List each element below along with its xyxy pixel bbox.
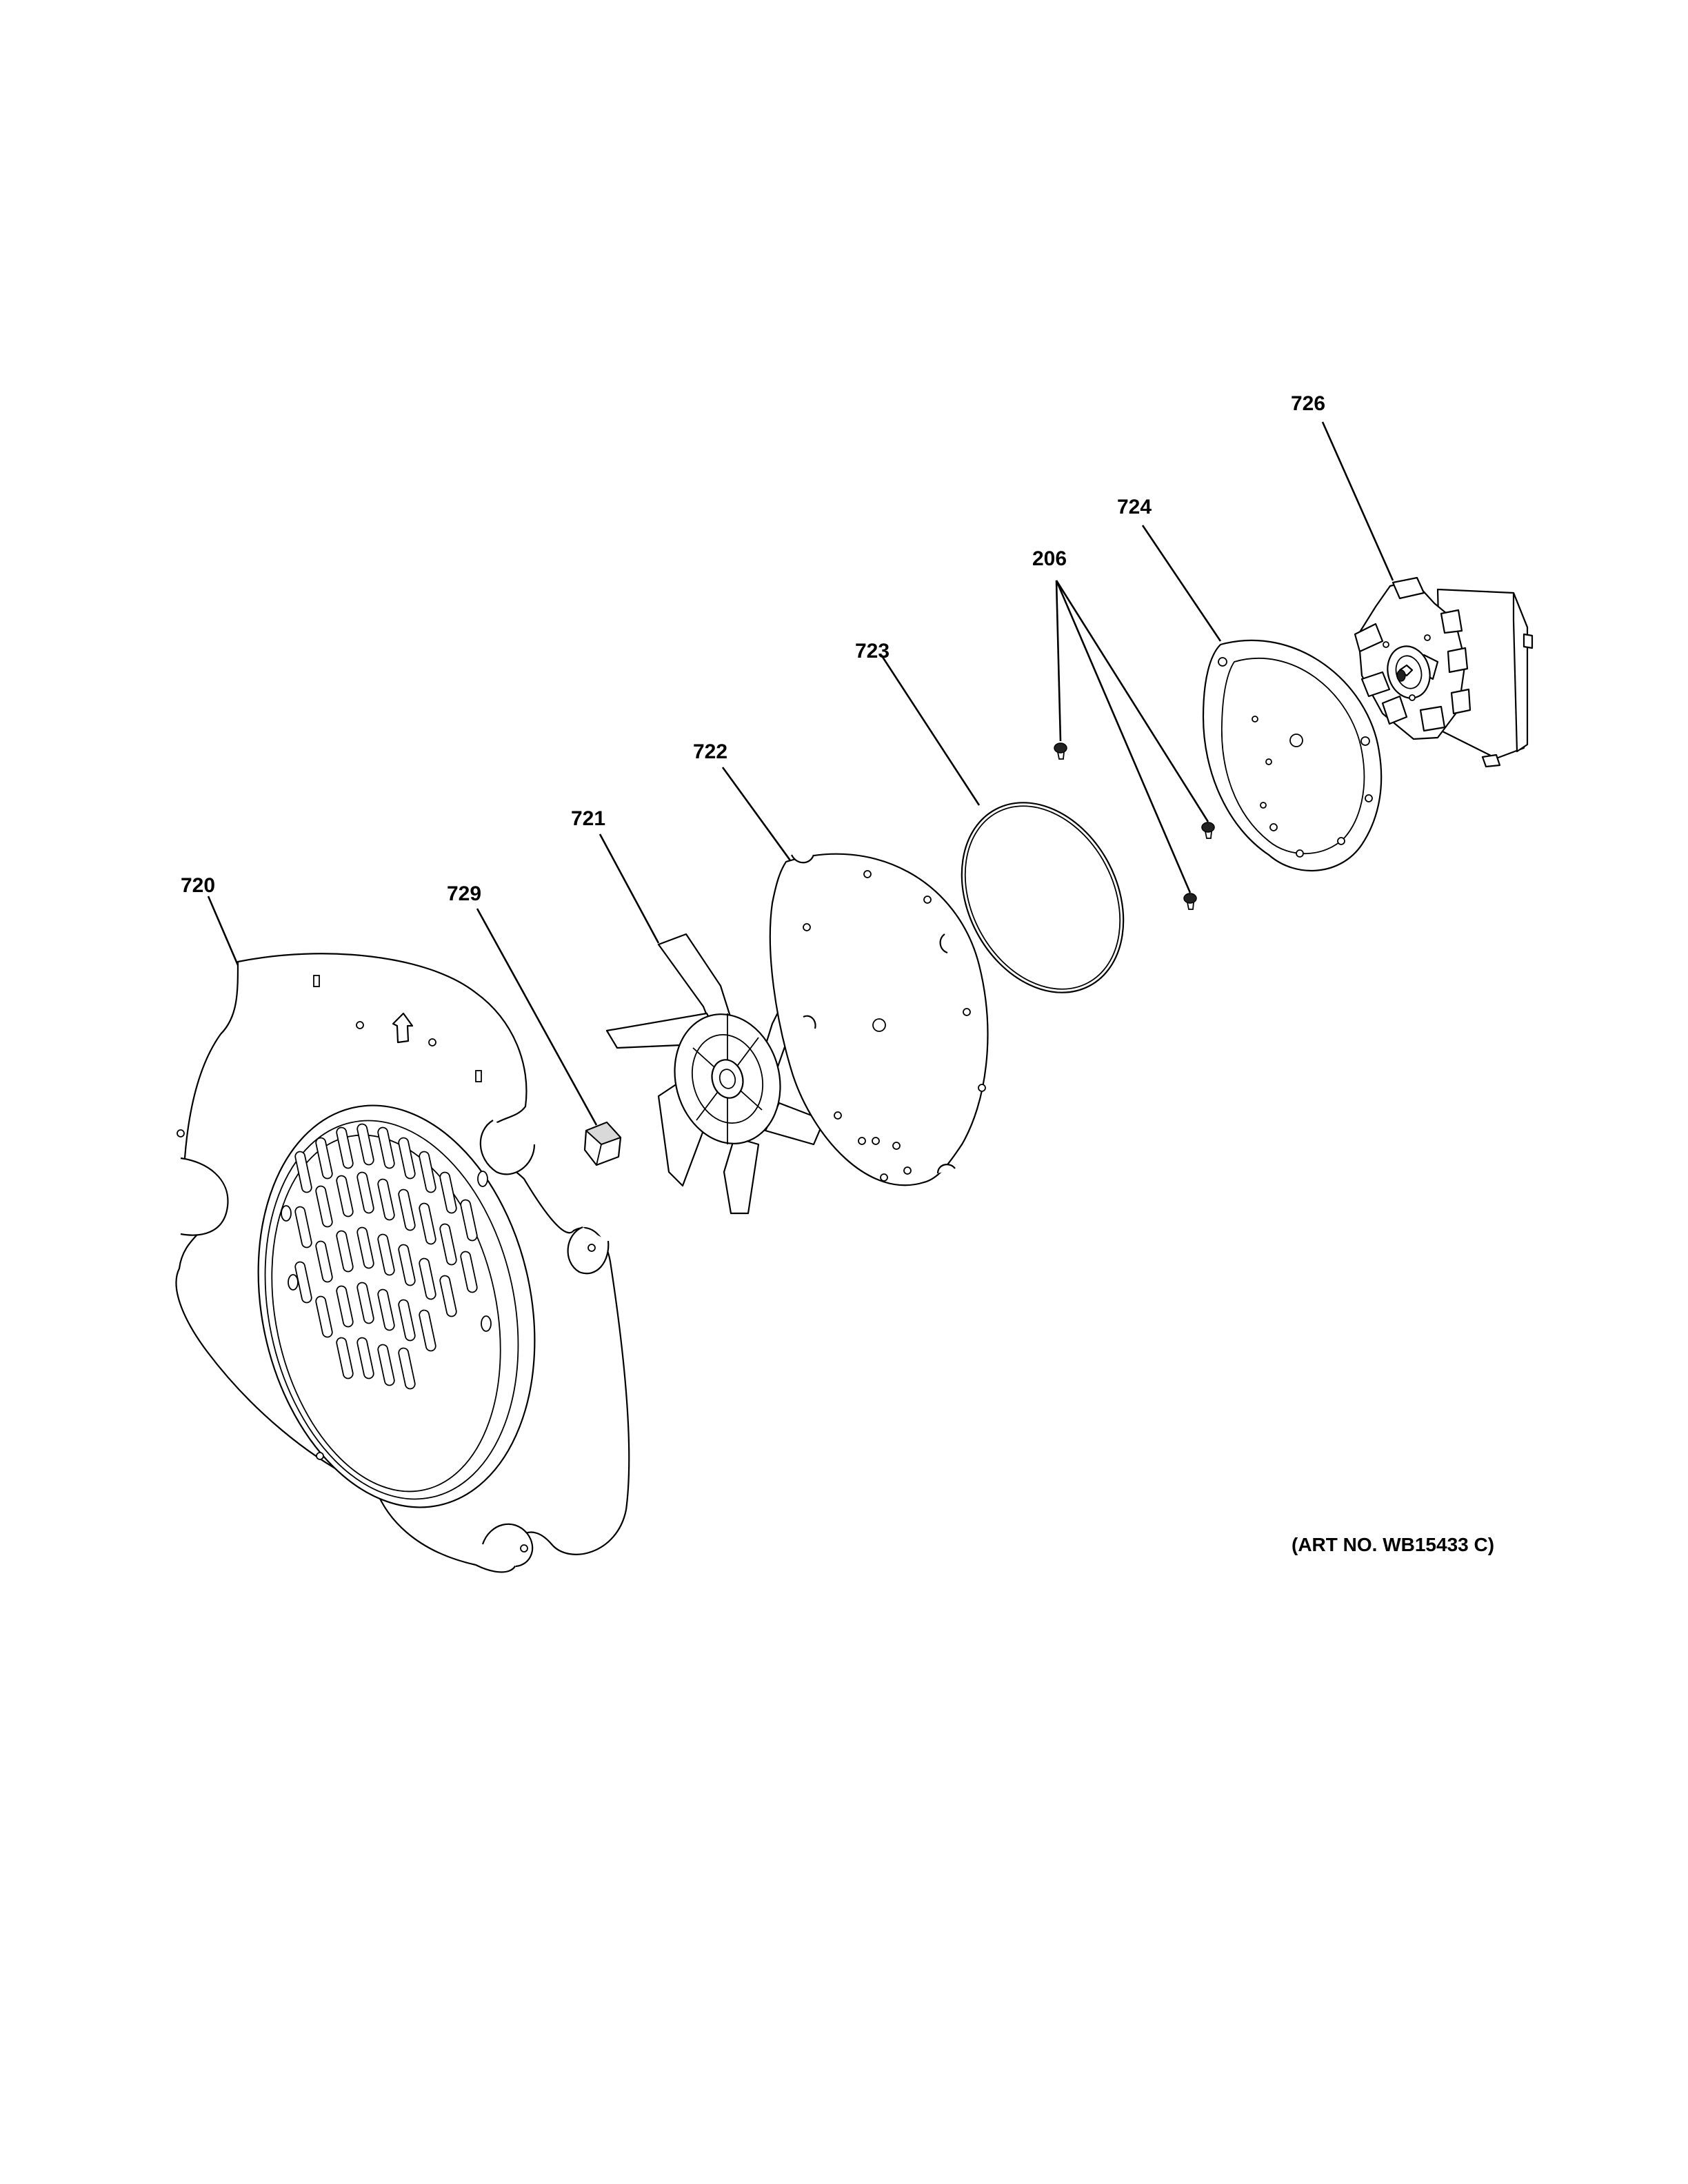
grille-slot: [294, 1261, 312, 1304]
grille-slot: [356, 1337, 374, 1379]
leader-206a: [1055, 580, 1062, 742]
grille-slot: [377, 1233, 395, 1276]
part-729-nut[interactable]: [583, 1121, 622, 1166]
grille-slot: [356, 1282, 374, 1324]
leader-206b: [1055, 580, 1209, 822]
grille-slot: [336, 1230, 354, 1273]
grille-slot: [294, 1206, 312, 1248]
callout-720: 720: [181, 874, 215, 897]
grille-slot: [315, 1295, 333, 1338]
grille-slot: [398, 1137, 416, 1180]
callout-722: 722: [693, 740, 727, 763]
grille-slot: [294, 1151, 312, 1193]
grille-slot: [398, 1299, 416, 1342]
grille-slot: [398, 1189, 416, 1231]
screw: [1054, 742, 1067, 760]
grille-slot: [398, 1347, 416, 1390]
part-724-mount-plate[interactable]: [1202, 639, 1383, 872]
grille-slot: [336, 1175, 354, 1217]
grille-slot: [419, 1151, 436, 1193]
grille-slot: [377, 1126, 395, 1169]
part-206-screws[interactable]: [1054, 742, 1215, 910]
grille-slot: [356, 1171, 374, 1214]
screw: [1201, 822, 1215, 839]
grille-slot: [460, 1251, 478, 1293]
leader-206c: [1055, 580, 1192, 893]
leader-721: [599, 833, 660, 944]
grille-slot: [356, 1123, 374, 1166]
callout-724: 724: [1117, 496, 1152, 518]
leader-724: [1141, 525, 1222, 642]
grille-slot: [377, 1344, 395, 1386]
grille-slot: [460, 1199, 478, 1242]
grille-slot: [356, 1226, 374, 1269]
leader-729: [476, 908, 598, 1126]
leader-722: [721, 767, 792, 861]
grille-slot: [315, 1240, 333, 1283]
part-721-fan-blade[interactable]: [605, 933, 825, 1215]
screw: [1183, 893, 1197, 910]
grille-slot: [377, 1178, 395, 1221]
leader-720: [207, 896, 239, 966]
grille-slot: [419, 1257, 436, 1300]
part-722-back-plate[interactable]: [769, 853, 989, 1186]
grille-slot: [377, 1288, 395, 1331]
grille-hole: [281, 1205, 292, 1222]
grille-slot: [439, 1171, 457, 1214]
grille-slot: [398, 1244, 416, 1286]
leader-723: [880, 654, 981, 806]
grille-slot: [336, 1337, 354, 1379]
grille-hole: [477, 1171, 488, 1187]
grille-hole: [288, 1274, 299, 1291]
callout-206: 206: [1032, 547, 1067, 570]
grille-slot: [419, 1309, 436, 1352]
part-720-fan-cover[interactable]: [175, 953, 630, 1573]
callout-723: 723: [855, 640, 890, 663]
callout-721: 721: [571, 807, 605, 830]
grille-slot: [315, 1185, 333, 1228]
part-723-gasket[interactable]: [930, 774, 1156, 1020]
grille-slot: [439, 1223, 457, 1266]
grille-slot: [419, 1202, 436, 1245]
grille-slot: [439, 1275, 457, 1317]
part-726-fan-motor[interactable]: [1354, 576, 1534, 768]
grille-slot: [315, 1137, 333, 1180]
art-number: (ART NO. WB15433 C): [1292, 1534, 1494, 1555]
callout-726: 726: [1291, 392, 1325, 415]
leader-lines: [207, 421, 1394, 1126]
grille-slot: [336, 1285, 354, 1328]
grille-hole: [481, 1315, 492, 1332]
grille-slot: [336, 1126, 354, 1169]
callout-729: 729: [447, 882, 481, 905]
leader-726: [1321, 421, 1394, 581]
